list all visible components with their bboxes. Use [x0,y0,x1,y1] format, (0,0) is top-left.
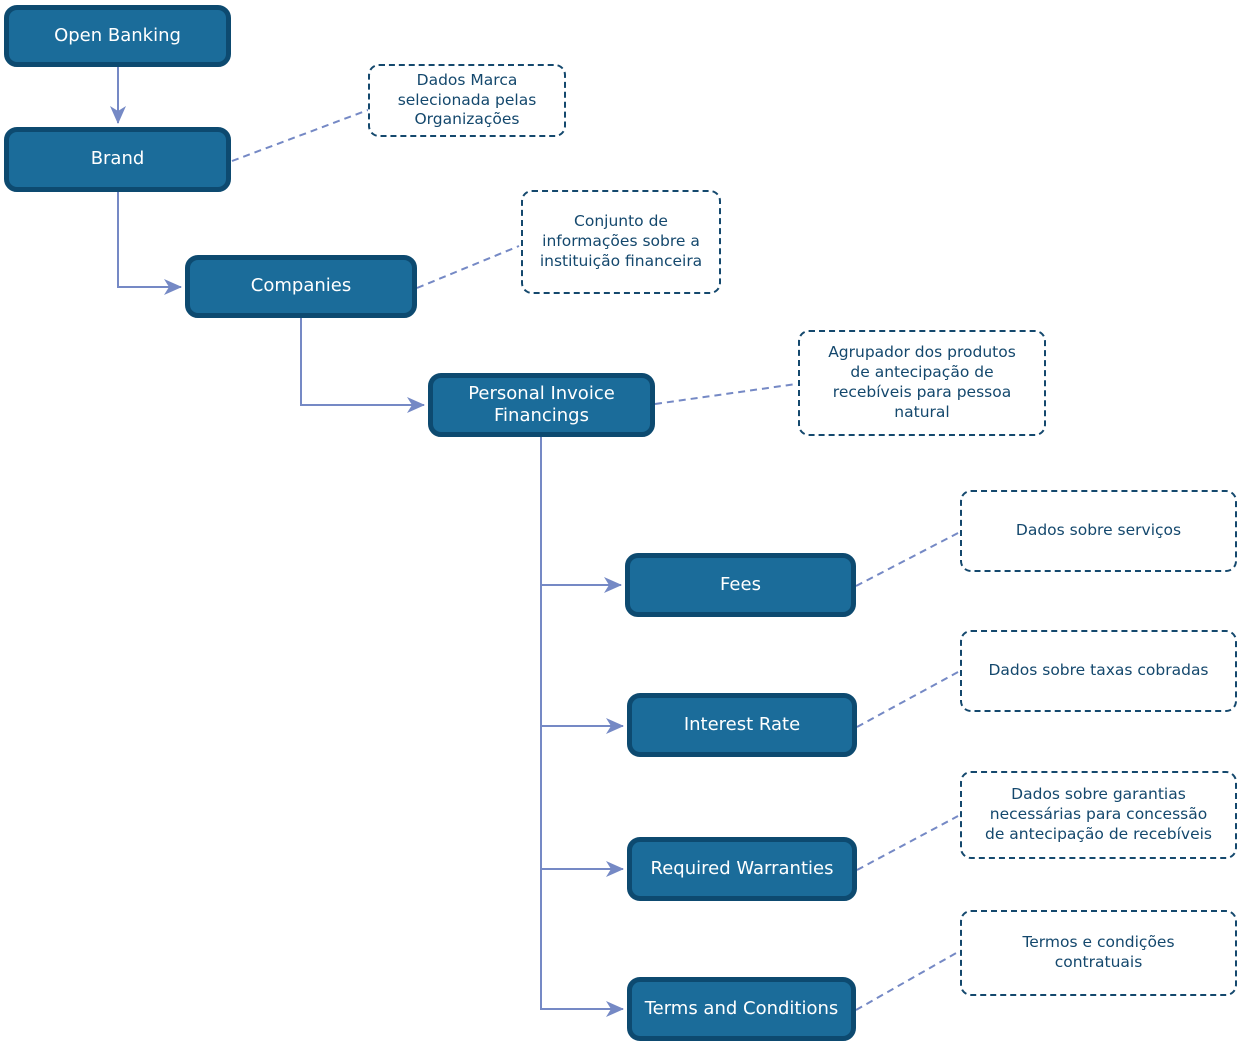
edge-interest-rate-annotation [856,671,959,728]
node-required-warranties: Required Warranties [627,837,857,901]
edge-brand-annotation [231,109,369,162]
edge-companies-annotation [416,245,520,289]
node-label: Personal Invoice Financings [468,382,615,427]
node-open-banking: Open Banking [4,5,231,67]
annotation-text: Agrupador dos produtos de antecipação de… [828,343,1016,421]
annotation-text: Dados sobre serviços [1015,521,1182,540]
edge-brand-companies [117,192,182,295]
annotation-text: Termos e condições contratuais [1022,933,1175,971]
node-label: Fees [720,573,761,595]
node-interest-rate: Interest Rate [627,693,857,757]
annotation-brand: Dados Marca selecionada pelas Organizaçõ… [368,64,566,137]
node-label: Terms and Conditions [644,997,839,1019]
edge-pif-terms-and-conditions [540,869,624,1017]
node-companies: Companies [185,255,417,318]
node-brand: Brand [4,127,231,192]
node-terms-and-conditions: Terms and Conditions [627,977,856,1041]
edge-required-warranties-annotation [856,815,959,871]
node-fees: Fees [625,553,856,617]
node-personal-invoice-financings: Personal Invoice Financings [428,373,655,437]
node-label: Interest Rate [683,713,801,735]
annotation-interest-rate: Dados sobre taxas cobradas [960,630,1237,712]
edge-pif-fees [540,437,622,593]
annotation-text: Dados Marca selecionada pelas Organizaçõ… [397,70,537,129]
annotation-text: Dados sobre garantias necessárias para c… [985,785,1212,843]
edge-terms-and-conditions-annotation [855,951,959,1011]
node-label: Required Warranties [650,857,834,879]
edge-pif-annotation [654,383,797,405]
annotation-text: Conjunto de informações sobre a institui… [539,212,703,270]
node-label: Brand [90,148,145,170]
annotation-terms-and-conditions: Termos e condições contratuais [960,910,1237,996]
node-label: Open Banking [54,24,181,46]
annotation-required-warranties: Dados sobre garantias necessárias para c… [960,771,1237,859]
edge-pif-interest-rate [540,585,624,734]
annotation-companies: Conjunto de informações sobre a institui… [521,190,721,294]
annotation-text: Dados sobre taxas cobradas [988,661,1209,680]
node-label: Companies [250,275,352,297]
annotation-fees: Dados sobre serviços [960,490,1237,572]
annotation-personal-invoice-financings: Agrupador dos produtos de antecipação de… [798,330,1046,436]
edge-companies-pif [300,318,425,413]
edge-pif-required-warranties [540,726,624,877]
edge-fees-annotation [855,532,959,587]
